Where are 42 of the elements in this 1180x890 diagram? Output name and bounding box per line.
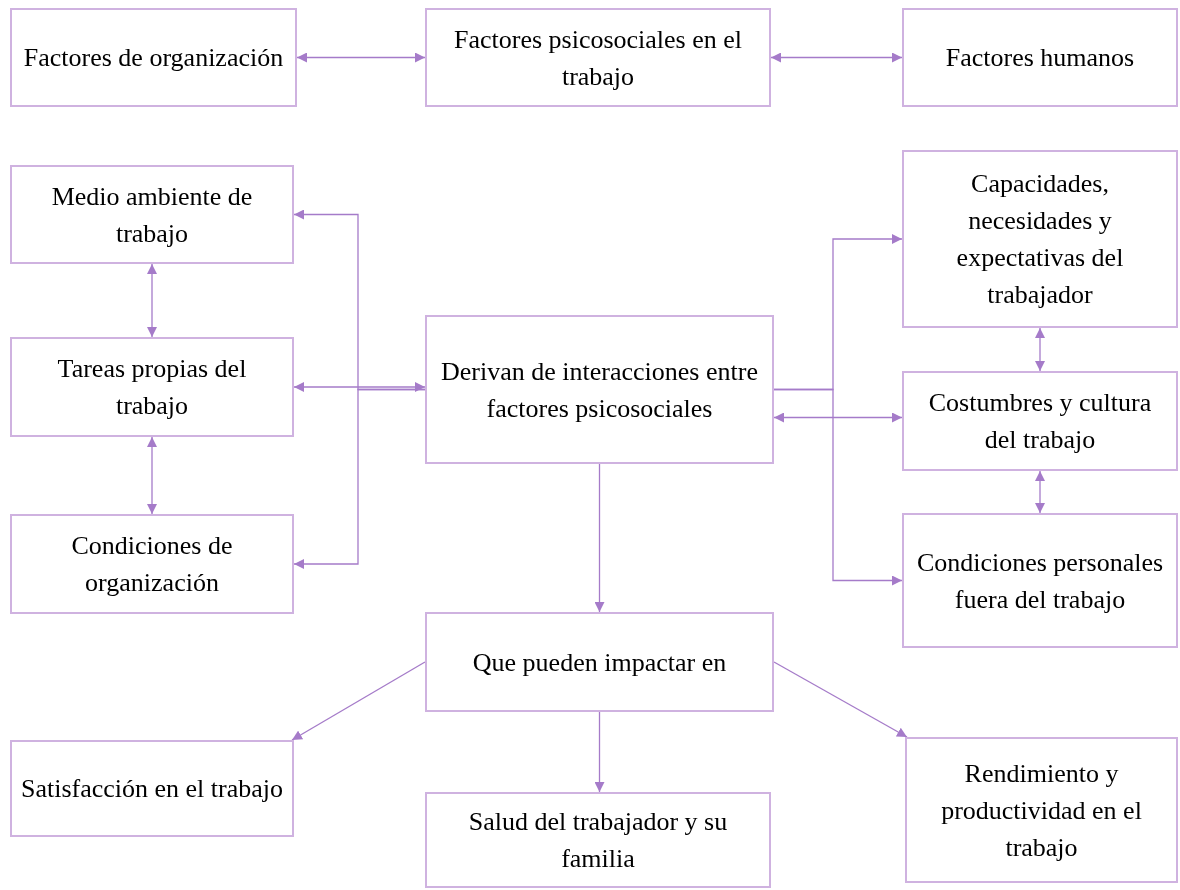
- arrow: [293, 388, 426, 569]
- arrow: [293, 382, 426, 392]
- arrow: [1035, 470, 1045, 514]
- arrow: [296, 52, 426, 63]
- box-label: Condiciones de organización: [70, 530, 234, 599]
- box-label: Tareas propias del trabajo: [56, 353, 248, 422]
- box-label: Factores humanos: [945, 42, 1135, 74]
- arrow: [291, 661, 426, 741]
- arrow: [773, 661, 908, 738]
- process-box: [10, 337, 294, 437]
- arrow: [770, 52, 903, 63]
- process-box: [425, 8, 771, 107]
- arrow: [773, 412, 903, 423]
- arrow: [594, 463, 605, 613]
- box-label: Que pueden impactar en: [472, 646, 727, 679]
- box-label: Salud del trabajador y su familia: [467, 806, 729, 875]
- process-box: [425, 792, 771, 888]
- arrow: [147, 263, 157, 338]
- box-label: Condiciones personales fuera del trabajo: [915, 546, 1165, 616]
- box-label: Derivan de interacciones entre factores psicosociales: [440, 355, 759, 425]
- process-box: [10, 514, 294, 614]
- process-box: [902, 8, 1178, 107]
- arrow: [594, 711, 605, 793]
- box-label: Factores de organización: [23, 42, 284, 74]
- arrow: [1035, 327, 1045, 372]
- box-label: Costumbres y cultura del trabajo: [927, 387, 1153, 456]
- process-box: [10, 165, 294, 264]
- process-box: [10, 740, 294, 837]
- box-label: Medio ambiente de trabajo: [50, 180, 254, 250]
- box-label: Rendimiento y productividad en el trabajo: [940, 757, 1143, 864]
- process-box: [902, 513, 1178, 648]
- process-box: [425, 612, 774, 712]
- arrow: [773, 388, 903, 586]
- process-box: [902, 371, 1178, 471]
- process-box: [902, 150, 1178, 328]
- process-box: [425, 315, 774, 464]
- box-label: Satisfacción en el trabajo: [20, 773, 284, 805]
- box-label: Capacidades, necesidades y expectativas del trabajador: [955, 168, 1125, 311]
- box-label: Factores psicosociales en el trabajo: [452, 23, 744, 93]
- process-box: [905, 737, 1178, 883]
- arrow: [147, 436, 157, 515]
- process-box: [10, 8, 297, 107]
